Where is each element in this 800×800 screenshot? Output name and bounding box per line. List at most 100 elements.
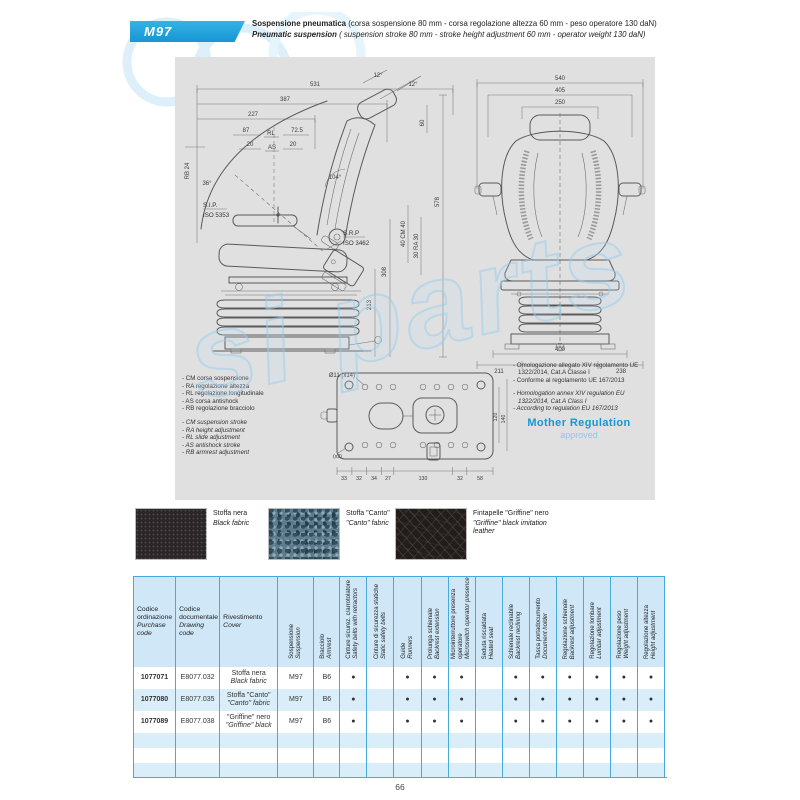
purchase-code: 1077080 [132,689,176,711]
svg-text:120: 120 [493,413,499,422]
drawing-code: E8077.038 [175,711,220,733]
fabric-swatch-griffine-label: Fintapelle "Griffine" nero "Griffine" bl… [473,510,549,536]
svg-text:578: 578 [435,196,441,207]
svg-text:34: 34 [371,476,377,482]
fabric-swatch-black [135,508,207,560]
feature-dot: ● [393,667,422,689]
svg-text:213: 213 [367,299,373,310]
feature-dot: ● [447,689,476,711]
svg-text:RB 24: RB 24 [185,162,191,179]
svg-text:(x2): (x2) [333,454,342,460]
svg-text:387: 387 [280,97,291,103]
mother-regulation-stamp: Mother Regulation approved [527,417,631,440]
feature-dot: ● [582,667,611,689]
feature-dot: ● [501,689,530,711]
fabric-swatch-black-label: Stoffa nera Black fabric [213,510,250,527]
feature-dot: ● [339,689,367,711]
homologation-note: - Omologazione allegato XIV regolamento … [508,362,650,412]
side-view-labels: S.I.P. ISO 5353 S.R.P ISO 3462 [203,202,370,250]
technical-drawing-panel: 531 387 227 87 RL 72.5 20 AS 20 [175,57,655,500]
feature-dot: ● [420,711,449,733]
empty-row [132,748,665,763]
table-row: 1077089 E8077.038 "Griffine" nero"Griffi… [132,711,665,733]
purchase-code: 1077071 [132,667,176,689]
feature-dot: ● [528,667,557,689]
feature-dot: ● [339,667,367,689]
feature-dot [474,711,503,733]
feature-dot [366,711,394,733]
svg-text:308: 308 [382,266,388,277]
feature-dot: ● [501,667,530,689]
feature-dot: ● [636,689,665,711]
homologation-italian: - Omologazione allegato XIV regolamento … [513,362,639,384]
feature-dot: ● [555,689,584,711]
abbreviation-legend: - CM corsa sospensione - RA regolazione … [182,375,322,457]
legend-english: - CM suspension stroke - RA height adjus… [182,418,250,457]
base-plate-drawing [320,372,494,461]
feature-dot: ● [420,689,449,711]
svg-text:20: 20 [247,142,254,148]
svg-text:32: 32 [356,476,362,482]
svg-text:104°: 104° [329,175,342,181]
feature-dot: ● [609,689,638,711]
base-plate-dimensions: Ø11 (x14) (x2) 33 32 34 27 130 32 58 120 [329,373,508,482]
feature-dot: ● [447,711,476,733]
svg-text:32: 32 [457,476,463,482]
svg-text:Ø11 (x14): Ø11 (x14) [329,373,355,379]
feature-dot: ● [528,689,557,711]
footer-rule [133,777,667,778]
cover: Stoffa "Canto""Canto" fabric [219,689,278,711]
svg-text:60: 60 [420,119,426,126]
page-number: 66 [395,782,405,792]
svg-text:130: 130 [419,476,428,482]
feature-dot: ● [555,667,584,689]
feature-dot: ● [636,667,665,689]
feature-dot: ● [609,667,638,689]
svg-text:250: 250 [555,100,566,106]
svg-text:S.R.P: S.R.P [343,230,359,237]
fabric-swatch-canto [268,508,340,560]
svg-text:40 CM 40: 40 CM 40 [401,220,407,247]
table-row: 1077080 E8077.035 Stoffa "Canto""Canto" … [132,689,665,711]
fabric-swatch-canto-label: Stoffa "Canto" "Canto" fabric [346,510,390,527]
feature-dot: ● [582,689,611,711]
title-italian: Sospensione pneumatica (corsa sospension… [252,19,657,28]
svg-text:20: 20 [290,142,297,148]
suspension-code: M97 [277,711,314,733]
homologation-english: - Homologation annex XIV regulation EU 1… [513,390,625,413]
page-title: Sospensione pneumatica (corsa sospension… [252,19,662,40]
suspension-code: M97 [277,667,314,689]
feature-dot: ● [555,711,584,733]
svg-text:238: 238 [616,369,627,375]
svg-text:S.I.P.: S.I.P. [203,202,218,209]
svg-text:RL: RL [267,131,275,137]
svg-text:87: 87 [243,128,250,134]
armrest-code: B6 [313,689,340,711]
feature-dot: ● [393,689,422,711]
svg-text:36°: 36° [202,181,212,187]
svg-text:405: 405 [555,88,566,94]
feature-dot: ● [447,667,476,689]
model-label: M97 [144,24,173,39]
svg-text:58: 58 [477,476,483,482]
drawing-code: E8077.035 [175,689,220,711]
front-view-drawing [474,113,646,352]
feature-dot [474,689,503,711]
svg-text:227: 227 [248,112,259,118]
feature-dot [474,667,503,689]
svg-text:30 RA 30: 30 RA 30 [414,233,420,258]
feature-dot: ● [609,711,638,733]
svg-text:211: 211 [494,369,504,375]
feature-dot: ● [501,711,530,733]
